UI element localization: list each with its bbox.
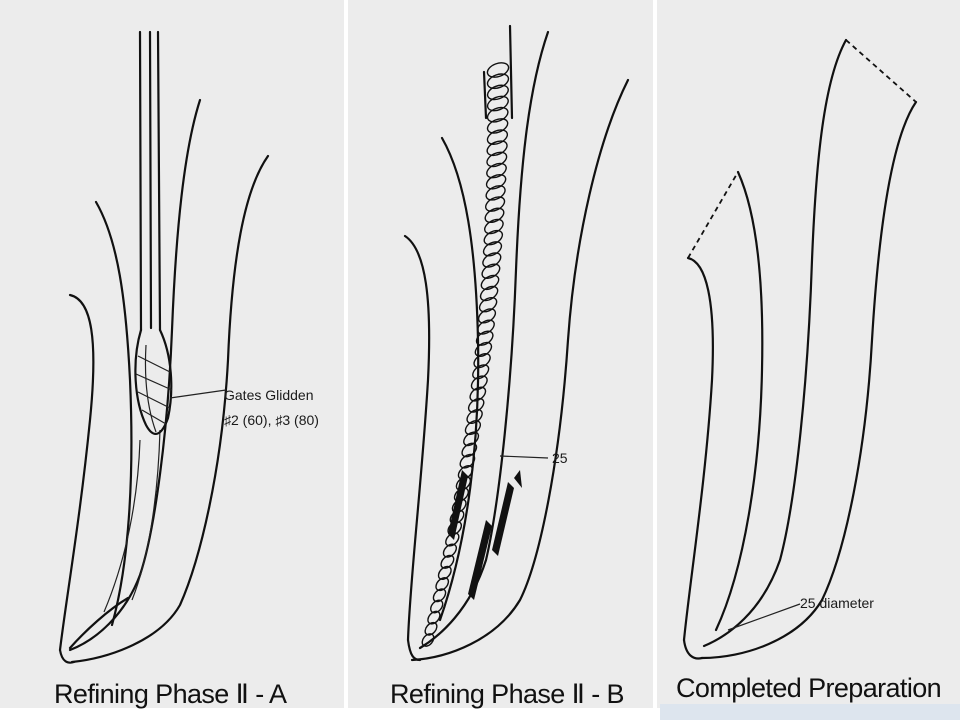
tooth-drawing-a bbox=[58, 30, 270, 664]
file-coil bbox=[481, 263, 501, 279]
file-coil bbox=[464, 420, 482, 436]
file-coil bbox=[482, 252, 502, 268]
file-coil bbox=[424, 621, 438, 636]
file-coil bbox=[435, 577, 450, 592]
file-coil bbox=[470, 375, 488, 391]
file-coil bbox=[437, 565, 452, 581]
file-coil bbox=[486, 62, 510, 78]
file-coil bbox=[486, 95, 509, 112]
file-coil bbox=[486, 84, 509, 101]
diameter-label: 25 diameter bbox=[800, 595, 874, 611]
file-coil bbox=[482, 241, 503, 257]
file-coil bbox=[466, 408, 483, 425]
file-coil bbox=[474, 341, 493, 357]
file-spiral-coils bbox=[421, 62, 510, 647]
file-coil bbox=[427, 610, 441, 625]
file-coil bbox=[483, 229, 504, 246]
file-coil bbox=[442, 543, 458, 558]
file-size-label: 25 bbox=[552, 450, 568, 466]
file-coil bbox=[486, 140, 508, 157]
file-coil bbox=[485, 174, 507, 190]
file-coil bbox=[459, 453, 476, 469]
file-coil bbox=[457, 465, 474, 480]
file-25-leader bbox=[499, 455, 549, 459]
file-coil bbox=[463, 431, 480, 447]
file-motion-arrows bbox=[448, 470, 522, 600]
panel-refining-phase-a bbox=[0, 0, 344, 708]
file-coil bbox=[421, 633, 435, 647]
file-coil bbox=[479, 285, 499, 302]
file-coil bbox=[432, 588, 447, 603]
file-coil bbox=[467, 397, 485, 413]
file-coil bbox=[461, 442, 478, 458]
file-coil bbox=[486, 118, 509, 134]
file-coil bbox=[485, 185, 506, 201]
caption-completed-preparation: Completed Preparation bbox=[676, 673, 941, 703]
gates-glidden-label: Gates Glidden bbox=[224, 387, 314, 403]
file-coil bbox=[484, 218, 504, 235]
tooth-drawing-c bbox=[682, 38, 918, 660]
file-coil bbox=[430, 599, 444, 614]
file-coil bbox=[473, 352, 491, 369]
file-coil bbox=[484, 196, 506, 212]
file-coil bbox=[445, 532, 460, 547]
file-coil bbox=[472, 364, 490, 380]
file-coil bbox=[440, 554, 455, 569]
tooth-drawing-b bbox=[403, 24, 630, 662]
file-coil bbox=[486, 106, 509, 123]
file-coil bbox=[486, 73, 510, 90]
file-coil bbox=[486, 151, 508, 168]
file-coil bbox=[486, 162, 507, 179]
file-coil bbox=[484, 207, 505, 224]
gates-glidden-sizes-label: ♯2 (60), ♯3 (80) bbox=[224, 412, 319, 428]
panel-refining-phase-b bbox=[348, 0, 653, 708]
panel-completed-preparation bbox=[657, 0, 960, 708]
caption-refining-phase-a: Refining Phase Ⅱ - A bbox=[54, 679, 287, 709]
file-coil bbox=[486, 129, 509, 145]
file-coil bbox=[480, 274, 500, 291]
bottom-strip bbox=[660, 704, 960, 720]
caption-refining-phase-b: Refining Phase Ⅱ - B bbox=[390, 679, 624, 709]
